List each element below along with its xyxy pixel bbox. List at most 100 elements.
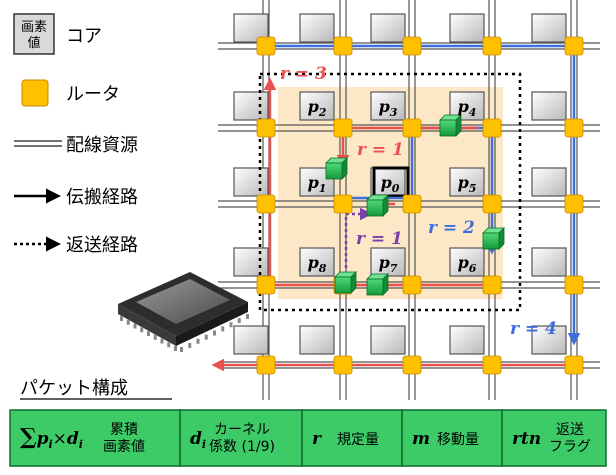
chip-pin xyxy=(188,342,192,348)
core xyxy=(449,167,485,197)
label-r1-purple: r = 1 xyxy=(356,229,403,249)
chip-pin xyxy=(246,314,249,319)
chip-pin xyxy=(167,342,171,348)
router xyxy=(402,355,422,375)
legend-router: ルータ xyxy=(21,79,120,107)
label-r4: r = 4 xyxy=(510,319,557,339)
core xyxy=(449,247,485,277)
legend-return: 返送経路 xyxy=(14,235,138,256)
packet-field-symbol: ∑pi×di xyxy=(20,424,83,451)
chip-icon xyxy=(118,272,249,352)
router xyxy=(482,194,502,214)
chip-pin xyxy=(140,327,144,333)
label-r2: r = 2 xyxy=(428,218,475,238)
pixel-label-p7: p7 xyxy=(379,253,398,275)
router xyxy=(482,355,502,375)
router xyxy=(402,36,422,56)
packet-field-0: ∑pi×di 累積画素値 xyxy=(9,409,181,467)
router xyxy=(402,118,422,138)
packet-cube xyxy=(325,157,348,180)
packet-field-symbol: rtn xyxy=(512,429,541,449)
packet-field-label: カーネル係数 (1/9) xyxy=(209,422,275,455)
chip-pin xyxy=(237,318,241,324)
packet-field-label: 返送フラグ xyxy=(549,422,591,455)
chip-pin xyxy=(126,319,130,325)
packet-cube xyxy=(334,271,357,294)
chip-pin xyxy=(160,338,164,344)
chip-pin xyxy=(229,322,233,328)
pixel-label-p8: p8 xyxy=(308,253,327,275)
chip-pin xyxy=(213,330,216,336)
router xyxy=(564,275,584,295)
core xyxy=(531,247,567,277)
core xyxy=(531,325,567,355)
legend-router-label: ルータ xyxy=(66,84,120,105)
chip-pin xyxy=(133,323,137,329)
router xyxy=(482,36,502,56)
chip-pin xyxy=(120,316,123,321)
legend: 画素値 コア ルータ 配線資源 伝搬経路 返送経路 xyxy=(13,13,138,256)
core xyxy=(299,247,335,277)
router xyxy=(256,194,276,214)
router xyxy=(256,355,276,375)
label-r3: r = 3 xyxy=(280,64,327,84)
core xyxy=(299,325,335,355)
router-grid xyxy=(256,36,584,375)
pixel-label-p5: p5 xyxy=(458,173,477,195)
packet-field-label: 累積画素値 xyxy=(103,422,145,455)
pixel-label-p0: p0 xyxy=(381,173,400,195)
router xyxy=(482,118,502,138)
core xyxy=(233,13,269,43)
core xyxy=(233,91,269,121)
pixel-label-p3: p3 xyxy=(379,97,398,119)
legend-wiring-label: 配線資源 xyxy=(66,135,138,156)
pixel-label-p1: p1 xyxy=(308,173,327,195)
chip-pin xyxy=(153,334,157,340)
core xyxy=(299,91,335,121)
packet-field-label: 規定量 xyxy=(337,432,379,448)
core-p0-outline xyxy=(372,166,410,198)
router xyxy=(564,355,584,375)
packet-field-label: 移動量 xyxy=(437,432,479,448)
router xyxy=(256,36,276,56)
chip-pin xyxy=(147,331,150,336)
pixel-label-p4: p4 xyxy=(458,97,477,119)
label-r1-red: r = 1 xyxy=(357,140,404,160)
chip-pin xyxy=(221,326,225,332)
legend-propagation: 伝搬経路 xyxy=(14,187,138,208)
svg-text:画素値: 画素値 xyxy=(21,20,47,51)
core xyxy=(370,13,406,43)
core xyxy=(233,325,269,355)
router xyxy=(564,118,584,138)
router xyxy=(333,194,353,214)
core xyxy=(449,13,485,43)
core xyxy=(233,167,269,197)
packet-cubes xyxy=(325,114,505,296)
router xyxy=(256,275,276,295)
packet-cube xyxy=(482,227,505,250)
core xyxy=(299,13,335,43)
packet-field-symbol: di xyxy=(190,429,206,451)
router xyxy=(482,275,502,295)
legend-core-label: コア xyxy=(66,26,102,47)
packet-cube xyxy=(366,273,389,296)
chip-pin xyxy=(196,338,200,344)
router xyxy=(402,275,422,295)
pixel-label-p2: p2 xyxy=(308,97,327,119)
router xyxy=(333,355,353,375)
chip-pin xyxy=(174,346,177,351)
router xyxy=(564,36,584,56)
legend-core: 画素値 コア xyxy=(13,13,102,55)
chip-pin xyxy=(204,334,208,340)
core xyxy=(531,91,567,121)
return-region-boundary xyxy=(258,72,522,312)
router xyxy=(256,118,276,138)
legend-wiring: 配線資源 xyxy=(14,135,138,156)
router xyxy=(564,194,584,214)
